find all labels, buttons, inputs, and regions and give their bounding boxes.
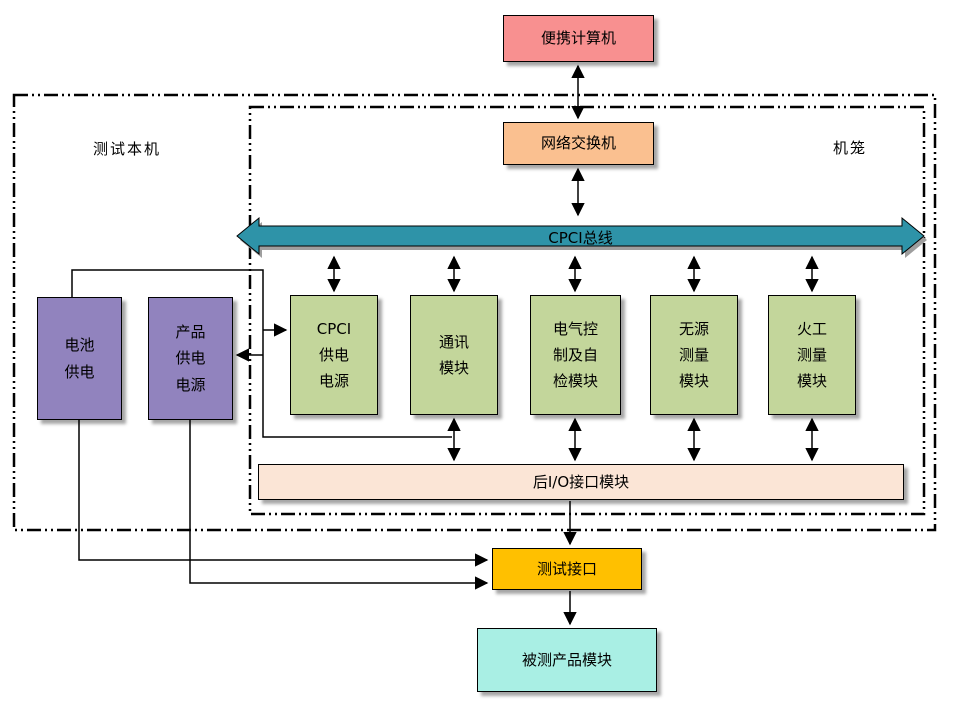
pyro-measure-module-node: 火工 测量 模块: [768, 295, 856, 415]
chassis-region-border: [248, 105, 926, 516]
host-region-label: 测试本机: [92, 140, 161, 158]
comm-module-node: 通讯 模块: [410, 295, 498, 415]
double-arrows: [327, 64, 819, 462]
product-power-node: 产品 供电 电源: [148, 297, 233, 420]
passive-measure-module-node: 无源 测量 模块: [650, 295, 738, 415]
test-interface-node: 测试接口: [492, 548, 642, 590]
single-arrows: [235, 323, 577, 626]
cpci-bus-label: CPCI总线: [548, 228, 613, 247]
wire-battery-testinterface: [78, 420, 489, 567]
portable-computer-node: 便携计算机: [503, 15, 654, 62]
elec-control-module-node: 电气控 制及自 检模块: [530, 295, 621, 415]
host-region-border: [12, 93, 937, 532]
cpci-bus-bar: [236, 216, 925, 256]
chassis-region-label: 机笼: [832, 139, 867, 157]
cpci-power-module-node: CPCI 供电 电源: [290, 295, 378, 415]
dut-node: 被测产品模块: [477, 628, 657, 692]
rear-io-module-node: 后I/O接口模块: [258, 464, 904, 500]
power-wires: [71, 269, 489, 590]
battery-power-node: 电池 供电: [37, 297, 122, 420]
network-switch-node: 网络交换机: [503, 122, 654, 165]
wire-productpower-testinterface: [189, 420, 489, 590]
wire-battery-top-route: [71, 269, 452, 438]
